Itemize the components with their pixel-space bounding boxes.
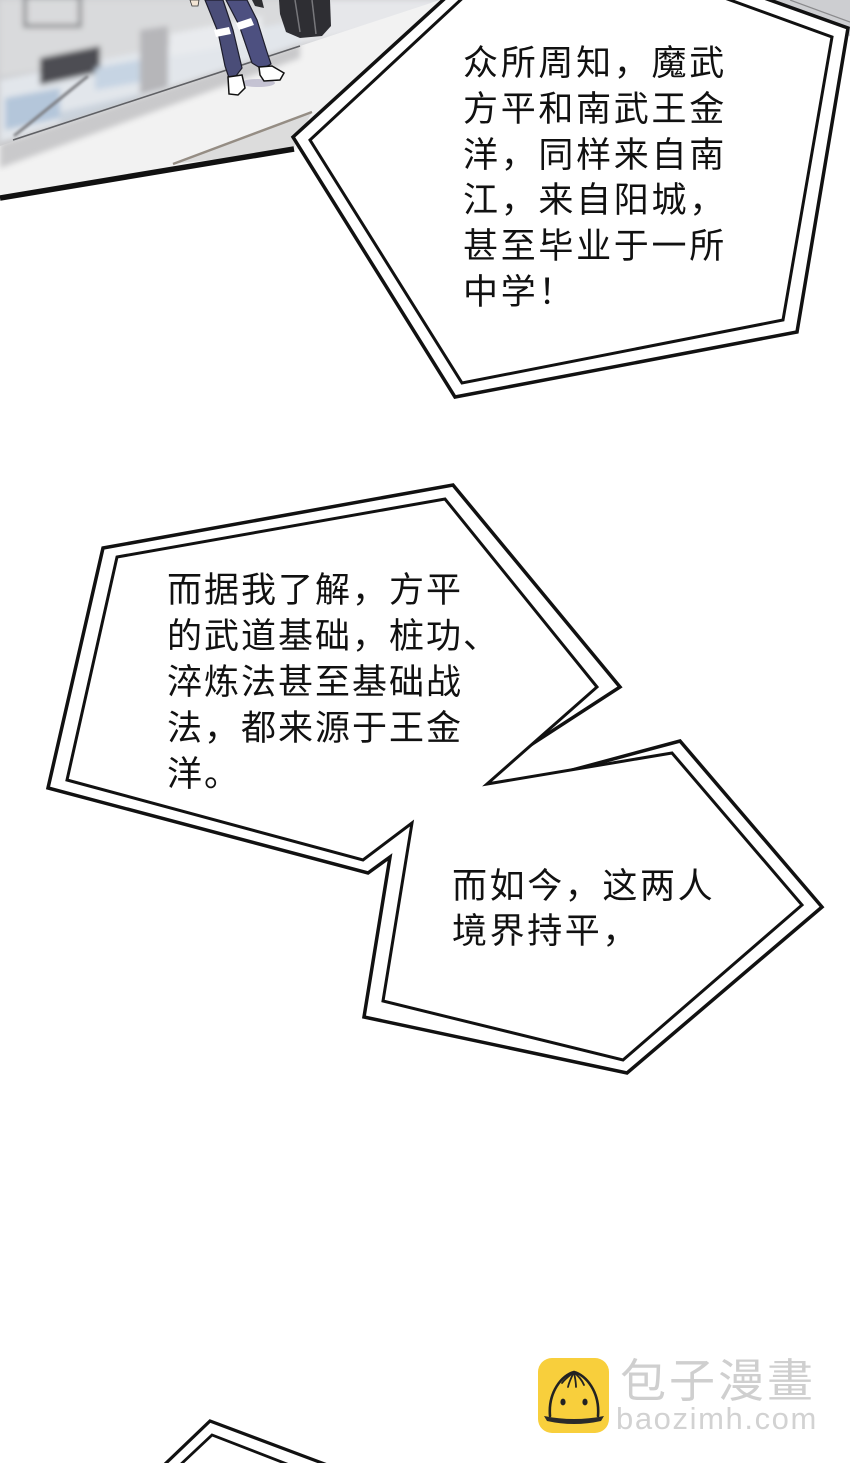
bubble-2-line: 洋。 [167,755,242,795]
bun-mascot-icon [538,1358,609,1433]
watermark: 包子漫畫 baozimh.com [536,1356,836,1436]
bubble-1-line: 众所周知，魔武 [463,44,727,84]
bubble-2-3-inner-outline [65,497,805,1062]
bubble-2-line: 而据我了解，方平 [167,571,464,611]
bubble-1-line: 洋，同样来自南 [463,135,727,176]
bubble-1-inner-outline [308,0,834,385]
watermark-site-name: 包子漫畫 [620,1354,816,1408]
speech-bubble-2-3-joined [45,483,825,1075]
bubble-1-text: 众所周知，魔武 方平和南武王金 洋，同样来自南 江，来自阳城， 甚至毕业于一所 … [463,42,727,317]
panel-bottom-border [0,146,295,201]
bubble-2-line: 法，都来源于王金 [167,709,464,749]
railing [13,74,89,138]
bubble-4-outer-outline [163,1419,327,1463]
bubble-1-line: 方平和南武王金 [463,89,727,130]
standing-figure-legs [189,0,286,96]
corner-detail-line [789,0,850,23]
bubble-4-inner-outline [180,1433,289,1463]
bubble-2-line: 淬炼法甚至基础战 [167,663,464,703]
bubble-1-line: 中学！ [463,272,577,313]
bubble-2-text: 而据我了解，方平 的武道基础，桩功、 淬炼法甚至基础战 法，都来源于王金 洋。 [167,568,500,798]
bubble-3-line: 而如今，这两人 [452,867,716,907]
speech-bubble-1 [290,0,850,399]
bubble-1-line: 甚至毕业于一所 [463,227,727,268]
watermark-site-url: baozimh.com [616,1401,818,1436]
dark-luggage [279,0,331,38]
bubble-1-line: 江，来自阳城， [463,181,727,222]
bubble-3-line: 境界持平， [452,912,641,952]
bubble-2-line: 的武道基础，桩功、 [167,617,501,657]
floor-edge-band [0,44,300,168]
speech-bubble-4-partial [163,1419,327,1463]
bubble-3-text: 而如今，这两人 境界持平， [452,865,715,955]
floor-shadow-edge [172,110,313,166]
